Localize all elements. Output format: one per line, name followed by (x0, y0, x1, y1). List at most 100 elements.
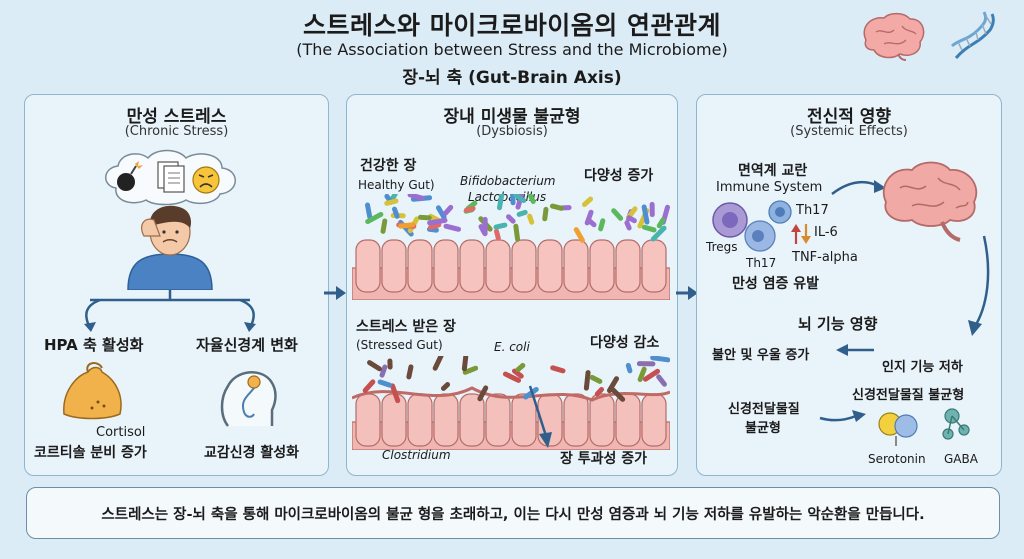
thought-cloud (105, 149, 236, 206)
bacterium (583, 370, 591, 391)
bacterium (384, 198, 399, 206)
bacterium (624, 220, 632, 231)
bacterium (380, 218, 388, 234)
hormone-label: Cortisol (96, 425, 146, 440)
panel1-title: 만성 스트레스 (126, 107, 227, 127)
ans-result: 교감신경 활성화 (204, 445, 300, 461)
documents-icon (157, 161, 185, 193)
villus (511, 393, 537, 447)
bacterium (549, 203, 564, 211)
villus (641, 239, 667, 293)
cytokine-tnf: TNF-alpha (792, 250, 858, 265)
bacterium (641, 224, 657, 233)
head-nerve-icon (220, 371, 277, 427)
bacteria-lactobacillus: Lactobacillus (468, 190, 547, 204)
summary-box: 스트레스는 장-뇌 축을 통해 마이크로바이옴의 불균 형을 초래하고, 이는 … (26, 487, 1000, 539)
bacterium (589, 374, 603, 384)
bacterium (496, 194, 505, 211)
diversity-up: 다양성 증가 (584, 168, 654, 184)
bacterium (598, 218, 606, 232)
neurotransmitter-icon (878, 408, 970, 446)
bacterium (626, 215, 637, 224)
villus (589, 239, 615, 293)
bacterium (643, 368, 661, 382)
page-title: 스트레스와 마이크로바이옴의 연관관계 (303, 11, 721, 40)
brain-effect-title: 뇌 기능 영향 (798, 315, 878, 333)
cognitive-label: 인지 기능 저하 (882, 360, 963, 375)
bacterium (428, 222, 442, 230)
bacterium (478, 224, 487, 236)
bacterium (513, 194, 527, 204)
adrenal-gland-icon (63, 362, 122, 420)
hpa-result: 코르티솔 분비 증가 (34, 445, 147, 461)
bacterium (418, 214, 432, 221)
arrow-panel2-to-3 (676, 286, 698, 300)
bacterium (379, 364, 388, 378)
arrow-to-brain (831, 180, 886, 195)
cell-th17-a: Th17 (796, 203, 829, 218)
bacterium (365, 202, 373, 220)
bacterium (637, 366, 647, 383)
bacterium (641, 204, 650, 225)
cell-th17-b: Th17 (746, 256, 777, 270)
immune-en: Immune System (716, 180, 823, 195)
villus (641, 393, 667, 447)
villus (355, 393, 381, 447)
villus (615, 393, 641, 447)
villus (407, 393, 433, 447)
panel2-title: 장내 미생물 불균형 (443, 107, 581, 127)
immune-title: 면역계 교란 (738, 163, 808, 179)
arrow-panel1-to-2 (324, 286, 346, 300)
villus (485, 393, 511, 447)
bacterium (511, 368, 524, 379)
healthy-gut-en: Healthy Gut) (358, 178, 435, 192)
bacterium (606, 376, 620, 394)
bacterium (406, 364, 414, 380)
bacterium (573, 227, 585, 243)
summary-text: 스트레스는 장-뇌 축을 통해 마이크로바이옴의 불균 형을 초래하고, 이는 … (101, 506, 925, 523)
villus (563, 239, 589, 293)
panel3-subtitle: (Systemic Effects) (790, 124, 908, 139)
hpa-title: HPA 축 활성화 (44, 336, 144, 354)
bacterium (513, 223, 521, 242)
bomb-icon (117, 173, 135, 191)
villus (459, 239, 485, 293)
bacteria-clostridium: Clostridium (382, 448, 451, 462)
villus (381, 393, 407, 447)
bacterium (443, 223, 462, 232)
bacteria-ecoli: E. coli (494, 340, 530, 354)
bacterium (636, 361, 656, 367)
arrow-left-anxiety (836, 344, 874, 356)
bacterium (387, 358, 393, 370)
page-subtitle: (The Association between Stress and the … (296, 40, 728, 59)
bacterium (493, 222, 508, 230)
bacterium (432, 356, 444, 371)
bacterium (625, 362, 633, 374)
villus (433, 239, 459, 293)
bacterium (611, 208, 624, 221)
villus (563, 393, 589, 447)
bacterium (427, 217, 448, 226)
bacterium (398, 222, 416, 229)
villus (355, 239, 381, 293)
branch-arrows (84, 290, 256, 332)
bacterium (650, 356, 670, 363)
bacterium (523, 386, 539, 400)
bacterium (362, 379, 376, 393)
inflammation-label: 만성 염증 유발 (732, 276, 820, 292)
villus (407, 239, 433, 293)
bacterium (391, 206, 400, 219)
villus (485, 239, 511, 293)
panel1-subtitle: (Chronic Stress) (124, 124, 229, 139)
bacterium (656, 374, 667, 387)
immune-cell-icon (712, 200, 792, 252)
bacterium (515, 362, 526, 373)
nt-imbalance-left-2: 불균형 (745, 421, 781, 436)
bacterium (367, 360, 382, 372)
healthy-gut-illustration (352, 194, 670, 300)
villus (615, 239, 641, 293)
up-down-arrows (791, 224, 811, 244)
bacterium (377, 379, 393, 388)
bacterium (542, 206, 549, 222)
villus (433, 393, 459, 447)
